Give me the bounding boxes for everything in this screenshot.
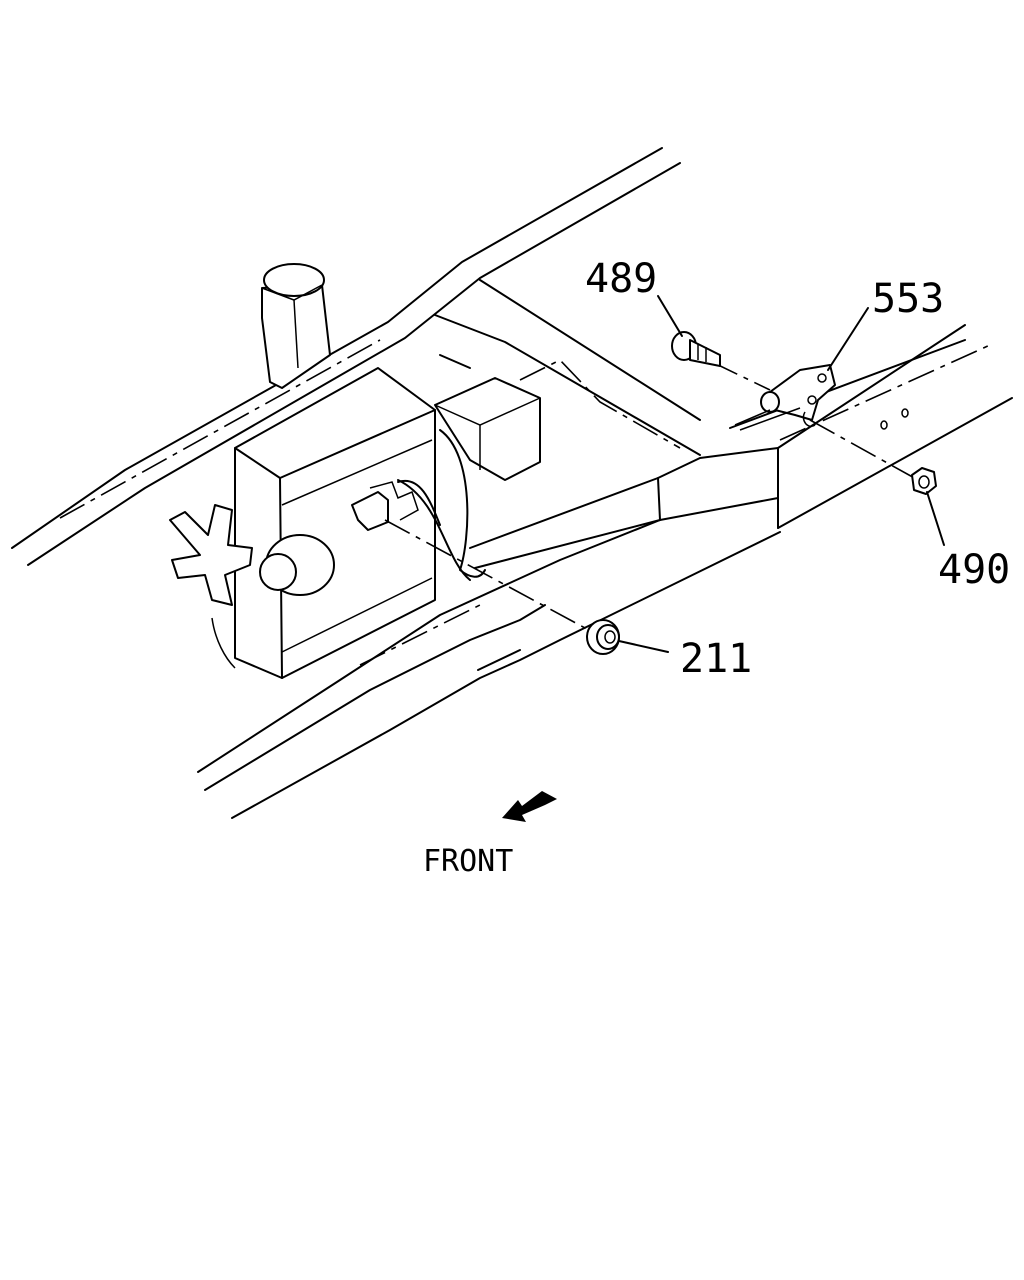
bolt-489 [671, 331, 721, 367]
front-label: FRONT [423, 844, 513, 879]
shock-mount [261, 263, 331, 389]
crossmember [434, 279, 701, 456]
callout-489: 489 [585, 256, 657, 302]
callout-553: 553 [872, 276, 944, 322]
left-frame-rail [11, 147, 681, 566]
right-frame-rail [469, 324, 1013, 569]
callout-211: 211 [680, 636, 752, 682]
nut-211 [586, 619, 620, 655]
assembly-lines [384, 361, 919, 636]
front-arrow-icon [502, 791, 557, 822]
switch-553 [734, 364, 836, 431]
callout-490: 490 [938, 547, 1010, 593]
equipment-box [169, 367, 541, 679]
leader-lines [618, 295, 945, 653]
nut-490 [880, 408, 937, 495]
